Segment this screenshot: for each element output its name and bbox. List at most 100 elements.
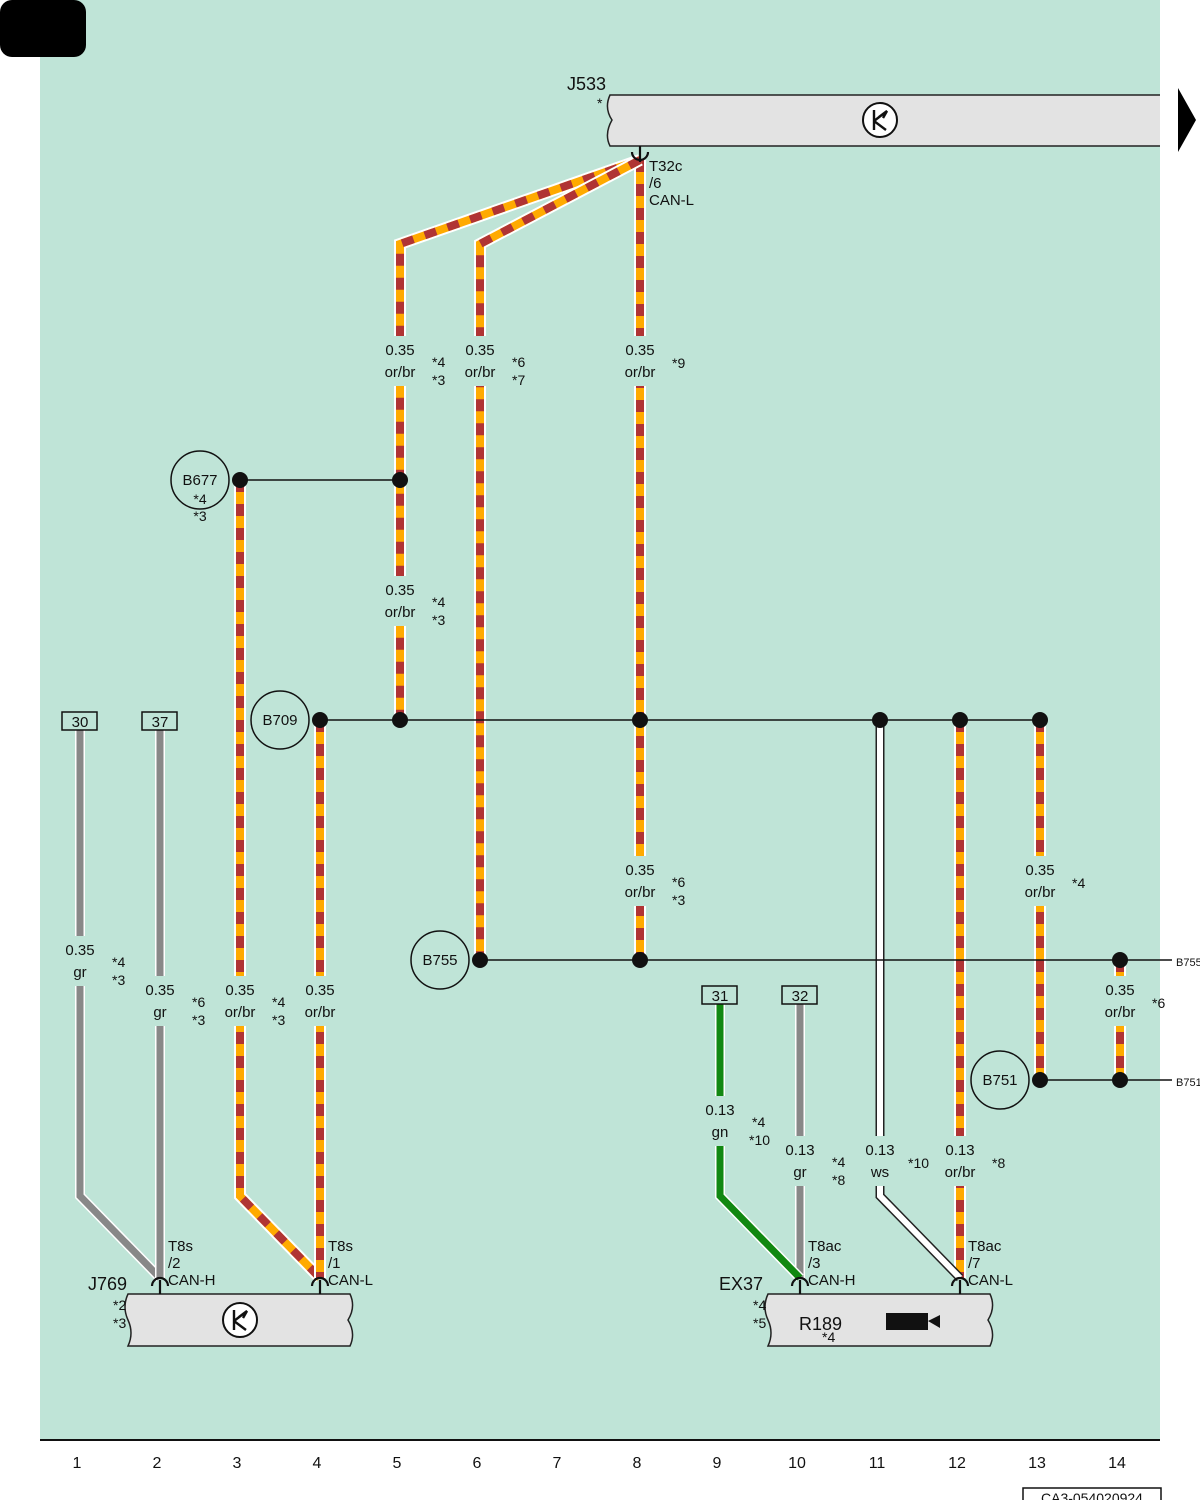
wire-c13-note-1: *4 — [1072, 875, 1085, 891]
wire-c11-note-1: *10 — [908, 1155, 929, 1171]
wire-c9-note-1: *4 — [752, 1114, 765, 1130]
wire-c14-color: or/br — [1105, 1004, 1136, 1021]
t32c-signal: CAN-L — [649, 192, 694, 209]
column-number: 4 — [313, 1455, 322, 1472]
wire-c8-top-color: or/br — [625, 364, 656, 381]
wire-c10-color: gr — [793, 1164, 806, 1181]
wire-c8-low-size: 0.35 — [625, 862, 654, 879]
wire-c6-top-color: or/br — [465, 364, 496, 381]
figure-code: CA3-054020924 — [1041, 1490, 1143, 1500]
wire-c9-note-2: *10 — [749, 1132, 770, 1148]
ref-box-31-label: 31 — [712, 988, 729, 1005]
module-j769[interactable] — [124, 1293, 354, 1347]
column-number: 14 — [1108, 1455, 1126, 1472]
wire-c10-note-2: *8 — [832, 1172, 845, 1188]
wire-c5-mid-size: 0.35 — [385, 582, 414, 599]
t8ac-7-name: T8ac — [968, 1238, 1002, 1255]
r189-note: *4 — [822, 1329, 835, 1345]
module-j533[interactable] — [606, 94, 1160, 147]
t8ac-7-pin: /7 — [968, 1255, 981, 1272]
node-b709[interactable]: B709 — [250, 690, 310, 750]
column-number: 7 — [553, 1455, 562, 1472]
t8s-2-signal: CAN-H — [168, 1272, 216, 1289]
ref-box-32-label: 32 — [792, 988, 809, 1005]
ref-box-32[interactable]: 32 — [781, 985, 818, 1005]
t8s-2-name: T8s — [168, 1238, 193, 1255]
wire-c5 — [394, 154, 642, 720]
b751-offpage-ref[interactable]: B751 — [1176, 1077, 1200, 1089]
module-r189[interactable] — [764, 1293, 994, 1347]
node-b677-note-2: *3 — [193, 508, 206, 524]
wire-c14-note-1: *6 — [1152, 995, 1165, 1011]
b755-offpage-ref[interactable]: B755 — [1176, 957, 1200, 969]
wire-c5-mid-note-1: *4 — [432, 594, 445, 610]
wire-c9-size: 0.13 — [705, 1102, 734, 1119]
label-gaps — [62, 336, 1138, 1186]
node-b751-label: B751 — [982, 1072, 1017, 1089]
column-number: 6 — [473, 1455, 482, 1472]
ref-box-30[interactable]: 30 — [61, 711, 98, 731]
ex37-note-2: *5 — [753, 1315, 766, 1331]
wire-c6-top-size: 0.35 — [465, 342, 494, 359]
wire-c10-size: 0.13 — [785, 1142, 814, 1159]
node-b755[interactable]: B755 — [410, 930, 470, 990]
node-b677-label: B677 — [182, 472, 217, 489]
gateway-icon — [862, 102, 898, 138]
wire-c9 — [715, 1004, 804, 1282]
wire-c11-size: 0.13 — [865, 1142, 894, 1159]
wire-c1 — [75, 730, 164, 1282]
column-number: 9 — [713, 1455, 722, 1472]
wire-c14-size: 0.35 — [1105, 982, 1134, 999]
wire-c5-top-note-2: *3 — [432, 372, 445, 388]
t8ac-3-signal: CAN-H — [808, 1272, 856, 1289]
ref-box-37-label: 37 — [152, 714, 169, 731]
column-number: 11 — [869, 1455, 886, 1472]
connector-t32c-pin-icon — [630, 146, 650, 162]
wire-c8-top-note-1: *9 — [672, 355, 685, 371]
ref-box-37[interactable]: 37 — [141, 711, 178, 731]
wire-c5-top-note-1: *4 — [432, 354, 445, 370]
wire-c8-low-color: or/br — [625, 884, 656, 901]
wire-c6-top-note-1: *6 — [512, 354, 525, 370]
t8ac-7-signal: CAN-L — [968, 1272, 1013, 1289]
corner-tab — [0, 0, 86, 57]
t32c-pin: /6 — [649, 175, 662, 192]
wire-c2-note-1: *6 — [192, 994, 205, 1010]
column-number: 5 — [393, 1455, 402, 1472]
wire-c13-size: 0.35 — [1025, 862, 1054, 879]
t8s-1-name: T8s — [328, 1238, 353, 1255]
ref-box-31[interactable]: 31 — [701, 985, 738, 1005]
wire-c12-note-1: *8 — [992, 1155, 1005, 1171]
column-number: 12 — [948, 1455, 966, 1472]
t8ac-3-name: T8ac — [808, 1238, 842, 1255]
j769-label: J769 — [88, 1274, 127, 1294]
ref-box-30-label: 30 — [72, 714, 89, 731]
column-number: 10 — [788, 1455, 806, 1472]
j533-label: J533 — [567, 74, 606, 94]
connector-t8s-2-pin-icon — [150, 1276, 170, 1294]
wire-c5-top-size: 0.35 — [385, 342, 414, 359]
connector-t8s-1-pin-icon — [310, 1276, 330, 1294]
column-number: 1 — [73, 1455, 82, 1472]
continue-arrow-icon[interactable] — [1178, 88, 1196, 152]
wire-c3-note-2: *3 — [272, 1012, 285, 1028]
column-numbers: 1 2 3 4 5 6 7 8 9 10 11 12 13 14 — [73, 1455, 1126, 1472]
wire-c5-mid-note-2: *3 — [432, 612, 445, 628]
column-number: 2 — [153, 1455, 162, 1472]
node-b677-note-1: *4 — [193, 491, 206, 507]
node-b677[interactable]: B677 *4 *3 — [170, 450, 230, 524]
t32c-name: T32c — [649, 158, 683, 175]
node-b709-label: B709 — [262, 712, 297, 729]
wire-c10-note-1: *4 — [832, 1154, 845, 1170]
wire-c1-note-2: *3 — [112, 972, 125, 988]
wire-c1-size: 0.35 — [65, 942, 94, 959]
node-b751[interactable]: B751 — [970, 1050, 1030, 1110]
wire-c2-color: gr — [153, 1004, 166, 1021]
wire-c6-top-note-2: *7 — [512, 372, 525, 388]
wire-c4-size: 0.35 — [305, 982, 334, 999]
wire-c3-size: 0.35 — [225, 982, 254, 999]
wire-c11-color: ws — [870, 1164, 889, 1181]
wire-c2-note-2: *3 — [192, 1012, 205, 1028]
connector-pins — [150, 146, 970, 1294]
